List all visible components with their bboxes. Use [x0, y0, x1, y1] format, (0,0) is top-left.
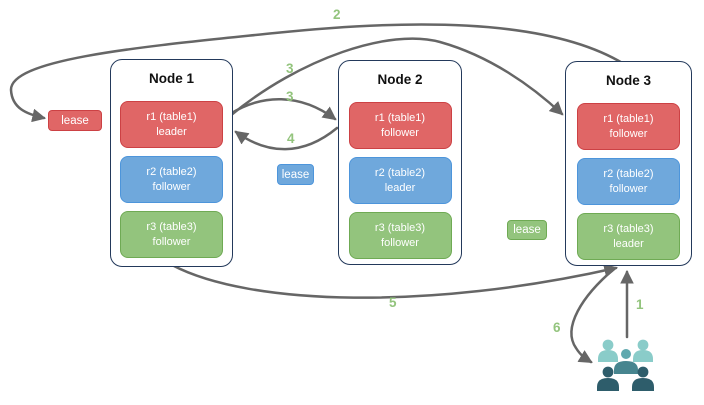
- replica-label: r1 (table1): [603, 113, 654, 125]
- replica-role: leader: [384, 181, 416, 194]
- replica-r2-table2: r2 (table2) follower: [577, 158, 680, 205]
- replica-role: follower: [609, 127, 648, 140]
- step-label-3a: 3: [286, 61, 294, 76]
- replica-r2-table2: r2 (table2) follower: [120, 156, 223, 203]
- replica-r1-table1: r1 (table1) follower: [577, 103, 680, 150]
- replica-label: r3 (table3): [374, 222, 426, 234]
- step-label-2: 2: [333, 7, 341, 22]
- node-3: Node 3 r1 (table1) follower r2 (table2) …: [565, 61, 692, 266]
- replica-r3-table3: r3 (table3) leader: [577, 213, 680, 260]
- replica-role: follower: [152, 180, 191, 193]
- node-title: Node 2: [377, 72, 423, 87]
- replica-role: leader: [613, 237, 644, 250]
- arrow-step-4-ack: [234, 126, 339, 151]
- replica-role: follower: [152, 235, 191, 248]
- replica-r1-table1: r1 (table1) leader: [120, 101, 223, 148]
- replica-label: r2 (table2): [603, 168, 654, 180]
- arrow-step-6-response: [570, 267, 616, 364]
- replica-label: r1 (table1): [146, 111, 197, 123]
- node-2: Node 2 r1 (table1) follower r2 (table2) …: [338, 60, 462, 265]
- step-label-1: 1: [636, 297, 644, 312]
- lease-badge-table2: lease: [277, 164, 314, 185]
- replica-label: r1 (table1): [374, 112, 426, 124]
- node-title: Node 3: [605, 73, 651, 88]
- replica-r2-table2: r2 (table2) leader: [348, 157, 452, 204]
- replica-label: r2 (table2): [374, 167, 426, 179]
- replica-label: r2 (table2): [146, 166, 197, 178]
- arrow-step-3-to-node2: [228, 98, 337, 121]
- step-label-3b: 3: [286, 89, 294, 104]
- node-1: Node 1 r1 (table1) leader r2 (table2) fo…: [110, 59, 233, 267]
- replica-r3-table3: r3 (table3) follower: [120, 211, 223, 258]
- replica-r3-table3: r3 (table3) follower: [348, 212, 452, 259]
- replica-label: r3 (table3): [603, 223, 654, 235]
- step-label-4: 4: [287, 131, 295, 146]
- node-title: Node 1: [148, 71, 194, 86]
- lease-badge-table3: lease: [507, 220, 547, 240]
- arrow-step-5: [170, 263, 619, 299]
- lease-badge-table1: lease: [48, 110, 102, 131]
- replica-role: leader: [156, 125, 187, 138]
- step-label-6: 6: [553, 320, 561, 335]
- users-group-icon: [597, 339, 654, 391]
- replica-role: follower: [381, 126, 419, 139]
- replica-role: follower: [609, 182, 648, 195]
- replica-r1-table1: r1 (table1) follower: [348, 102, 452, 149]
- step-label-5: 5: [389, 295, 397, 310]
- replica-label: r3 (table3): [146, 221, 197, 233]
- replica-role: follower: [381, 236, 419, 249]
- arrow-step-3-to-node3: [228, 37, 564, 118]
- arrow-step-2: [9, 23, 626, 123]
